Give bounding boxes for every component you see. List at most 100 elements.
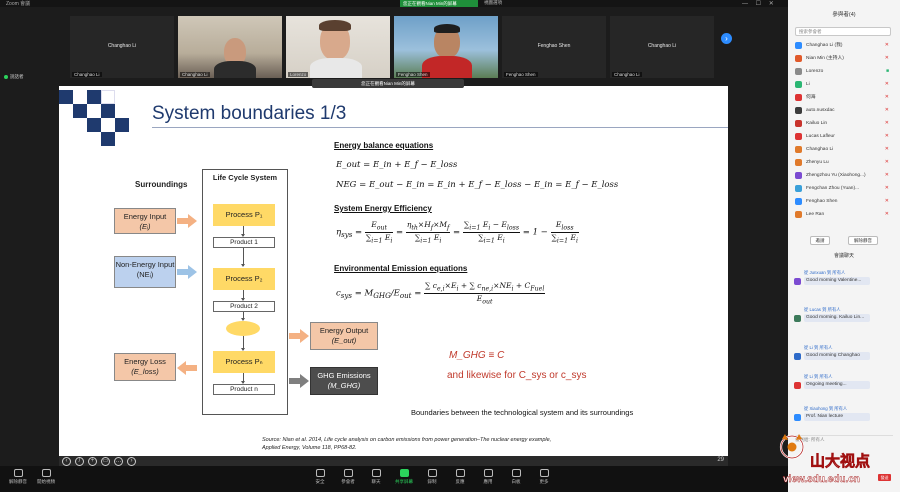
participant-name: Zhenyu Lu [806, 160, 829, 165]
participants-button[interactable]: 參會者 [334, 469, 362, 485]
surroundings-label: Surroundings [135, 180, 188, 189]
video-tile[interactable]: Changhao Li Changhao Li [610, 16, 714, 78]
lcs-title: Life Cycle System [212, 173, 278, 182]
video-tile[interactable]: Fenghao Shen Fenghao Shen [502, 16, 606, 78]
subtitles-icon[interactable]: ▭ [101, 457, 110, 466]
meeting-toolbar: 解除靜音 開始視頻 安全 參會者 聊天 共享屏幕 錄制 反應 應用 白板 更多 [0, 466, 788, 492]
window-controls[interactable]: — ☐ ✕ [742, 1, 777, 7]
send-button[interactable]: 發送 [878, 474, 891, 481]
zoom-icon[interactable]: + [88, 457, 97, 466]
avatar [795, 94, 802, 101]
avatar [795, 55, 802, 62]
video-tile[interactable]: Changhao Li Changhao Li [70, 16, 174, 78]
avatar [795, 198, 802, 205]
participant-search-input[interactable]: 搜索參會者 [795, 27, 891, 36]
video-tile[interactable]: Fenghao Shen [394, 16, 498, 78]
slide-source: Source: Nian et al. 2014, Life cycle ana… [262, 437, 552, 451]
participant-row[interactable]: 何海✕ [795, 92, 895, 103]
equation-efficiency: ηsys = Eout∑i=1 Ei = ηth×Hf×Mf∑i=1 Ei = … [336, 220, 579, 244]
next-slide-icon[interactable]: › [127, 457, 136, 466]
slide-title: System boundaries 1/3 [152, 103, 347, 124]
invite-button[interactable]: 邀請 [810, 236, 830, 245]
chat-header: 會議聊天 [833, 253, 854, 259]
logo-square [115, 118, 129, 132]
apps-button[interactable]: 應用 [474, 469, 502, 485]
participant-row[interactable]: Changhao Li (我)✕ [795, 40, 895, 51]
participant-row[interactable]: Changhao Li✕ [795, 144, 895, 155]
ghg-emissions-label: GHG Emissions [317, 371, 371, 380]
flow-arrow [241, 312, 245, 321]
security-button[interactable]: 安全 [306, 469, 334, 485]
ghg-emissions-symbol: (M_GHG) [327, 381, 361, 390]
participant-body [310, 58, 362, 78]
participant-row[interactable]: Nian Min (主持人)✕ [795, 53, 895, 64]
share-screen-button[interactable]: 共享屏幕 [390, 469, 418, 485]
whiteboard-button[interactable]: 白板 [502, 469, 530, 485]
participant-name: Changhao Li (我) [806, 43, 843, 48]
product-box: Product 2 [213, 301, 275, 312]
participant-row[interactable]: Fenghao Shen✕ [795, 196, 895, 207]
video-tile[interactable]: Changhao Li [178, 16, 282, 78]
shared-slide: System boundaries 1/3 Surroundings Life … [59, 86, 728, 456]
record-icon [427, 469, 437, 477]
avatar [795, 120, 802, 127]
participant-row[interactable]: Lee Ran✕ [795, 209, 895, 220]
tile-name: Fenghao Shen [537, 43, 571, 49]
emission-heading: Environmental Emission equations [334, 264, 468, 273]
slide-caption: Boundaries between the technological sys… [411, 408, 634, 417]
toolbar-label: 錄制 [427, 479, 437, 484]
participant-body [422, 56, 472, 78]
participant-row[interactable]: Fengchan Zhou (Yuan)...✕ [795, 183, 895, 194]
app-title: Zoom 會議 [6, 1, 31, 7]
avatar [795, 185, 802, 192]
unmute-me-button[interactable]: 解除靜音 [848, 236, 878, 245]
participant-row[interactable]: auto.nusxdac✕ [795, 105, 895, 116]
chat-text: Good morning. Kailuo Lin... [804, 314, 870, 322]
chat-sender: 從 Xiaohong 到 所有人 [804, 406, 848, 411]
speaking-indicator-icon [4, 74, 8, 79]
energy-output-symbol: (E_out) [331, 336, 357, 345]
equation-emission: csys = MGHG/Eout = ∑ ce,i×Ei + ∑ cne,i×N… [336, 281, 546, 305]
participant-row[interactable]: Li✕ [795, 79, 895, 90]
logo-square [87, 118, 101, 132]
muted-mic-icon: ✕ [884, 172, 889, 178]
reactions-button[interactable]: 反應 [446, 469, 474, 485]
sharing-status-badge: 您正在觀看Nian Min的屏幕 [400, 0, 478, 7]
process-box: Process Pₙ [213, 351, 275, 373]
previous-slide-icon[interactable]: ‹ [62, 457, 71, 466]
chat-recipient-select[interactable]: 發送給: 所有人 [795, 435, 893, 443]
participant-row[interactable]: Zhenyu Lu✕ [795, 157, 895, 168]
energy-input-box: Energy Input (Eᵢ) [114, 208, 176, 234]
ellipsis-shape [226, 321, 260, 336]
participant-name: Zhengzhou Yu (Xiaohong...) [806, 173, 866, 178]
options-icon[interactable]: … [114, 457, 123, 466]
unmute-button[interactable]: 解除靜音 [4, 469, 32, 485]
chevron-right-icon[interactable]: › [721, 33, 732, 44]
participant-row[interactable]: Lorenzo■ [795, 66, 895, 77]
camera-icon [41, 469, 51, 477]
video-tile[interactable]: Lorenzo [286, 16, 390, 78]
energy-balance-heading: Energy balance equations [334, 141, 434, 150]
participant-row[interactable]: Zhengzhou Yu (Xiaohong...) ✕ [795, 170, 895, 181]
start-video-button[interactable]: 開始視頻 [32, 469, 60, 485]
red-equation-likewise: and likewise for C_sys or c_sys [447, 370, 587, 381]
title-divider [152, 127, 728, 128]
record-button[interactable]: 錄制 [418, 469, 446, 485]
toolbar-label: 解除靜音 [9, 479, 27, 484]
participant-name: Li [806, 82, 810, 87]
chat-button[interactable]: 聊天 [362, 469, 390, 485]
pen-icon[interactable]: / [75, 457, 84, 466]
shield-icon [315, 469, 325, 477]
participant-row[interactable]: Lucas Lafleur✕ [795, 131, 895, 142]
watermark-url: view.sdu.edu.cn [783, 474, 860, 485]
participant-name: Lorenzo [806, 69, 824, 74]
more-button[interactable]: 更多 [530, 469, 558, 485]
red-equation-ghg: M_GHG ≡ C [449, 350, 505, 361]
participant-row[interactable]: Kailuo Lin✕ [795, 118, 895, 129]
slide-toolbar: ‹ / + ▭ … › 29 [59, 456, 728, 466]
participant-name: auto.nusxdac [806, 108, 835, 113]
view-options-button[interactable]: 視圖選項 [484, 0, 502, 5]
arrow-left-icon [177, 361, 197, 375]
tile-label: Fenghao Shen [396, 72, 430, 77]
share-status-bar[interactable]: 您正在觀看Nian Min的屏幕 [312, 79, 464, 88]
